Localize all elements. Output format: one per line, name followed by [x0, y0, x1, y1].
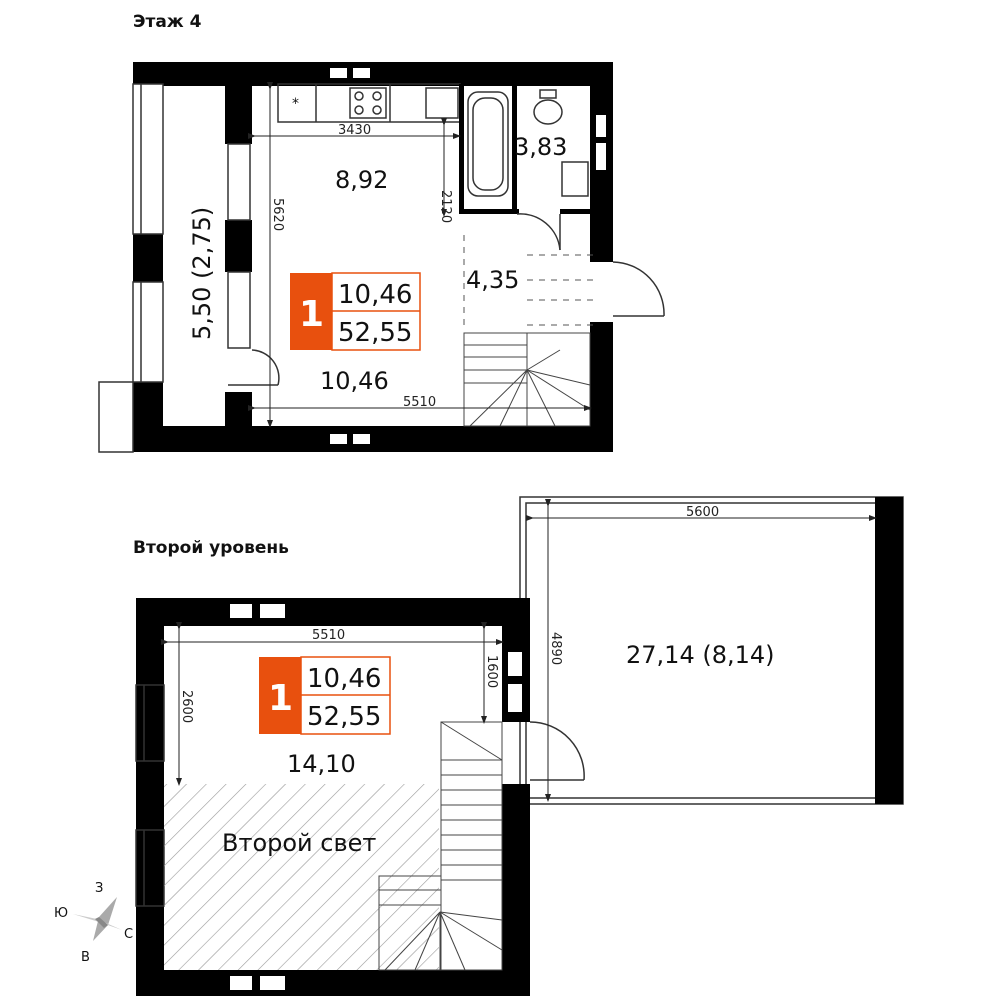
area-balcony: 5,50 (2,75) [188, 207, 216, 340]
compass-label-s: В [81, 950, 90, 965]
floor4-badge: 1 10,46 52,55 [290, 272, 421, 351]
compass-label-n: З [95, 881, 103, 896]
badge-total-area: 52,55 [338, 318, 412, 348]
dim-terrace-width: 5600 [686, 505, 719, 520]
compass-label-w: Ю [54, 906, 68, 921]
level2-title: Второй уровень [133, 538, 289, 558]
area-terrace: 27,14 (8,14) [626, 641, 775, 669]
badge-rooms: 1 [299, 294, 324, 335]
label-second-light: Второй свет [222, 829, 376, 857]
level2-plan [135, 496, 904, 996]
dim-level2-height-right: 1600 [484, 655, 499, 688]
area-living: 10,46 [320, 367, 389, 395]
dim-level2-height: 2600 [179, 690, 194, 723]
level2-badge: 1 10,46 52,55 [259, 656, 391, 735]
area-hall: 4,35 [466, 266, 519, 294]
area-kitchen: 8,92 [335, 166, 388, 194]
compass-icon [73, 897, 122, 941]
area-bathroom: 3,83 [514, 133, 567, 161]
badge-accent [290, 273, 332, 350]
compass-label-e: С [124, 927, 133, 942]
badge-accent [259, 657, 301, 734]
second-light-void [164, 784, 439, 970]
badge-rooms: 1 [268, 678, 293, 719]
dim-terrace-depth: 4890 [548, 632, 563, 665]
floor4-title: Этаж 4 [133, 12, 202, 32]
dim-floor4-height: 5620 [270, 198, 285, 231]
badge-total-area: 52,55 [307, 702, 381, 732]
dim-kitchen-width: 3430 [338, 123, 371, 138]
dim-bath-depth: 2120 [438, 190, 453, 223]
svg-text:*: * [292, 96, 299, 112]
area-level2-room: 14,10 [287, 750, 356, 778]
badge-living-area: 10,46 [307, 664, 381, 694]
floor4-plan: * [98, 62, 665, 453]
dim-level2-width: 5510 [312, 628, 345, 643]
dim-floor4-width: 5510 [403, 395, 436, 410]
badge-living-area: 10,46 [338, 280, 412, 310]
